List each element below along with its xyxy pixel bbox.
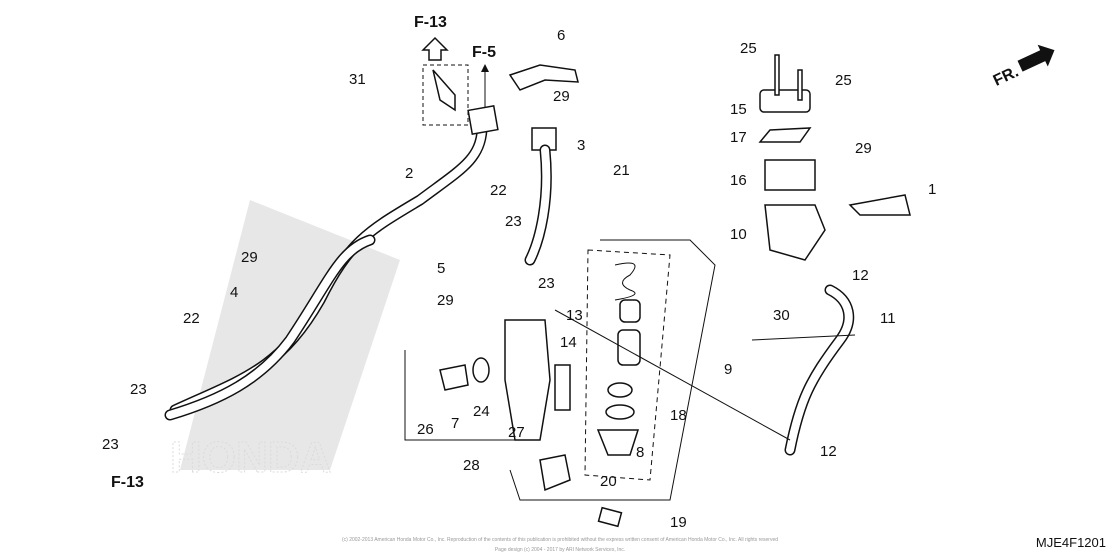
callout-number-20: 20 [600, 473, 617, 490]
ref-f13-top: F-13 [414, 14, 447, 31]
callout-number-4: 4 [230, 284, 238, 301]
callout-number-1: 1 [928, 181, 936, 198]
callout-number-21: 21 [613, 162, 630, 179]
callout-number-19: 19 [670, 514, 687, 531]
svg-text:HONDA: HONDA [170, 433, 331, 482]
master-cylinder [504, 319, 551, 441]
front-direction-arrow: FR. [991, 44, 1055, 90]
callout-number-23: 23 [538, 275, 555, 292]
callout-number-11: 11 [880, 310, 896, 327]
diagram-code: MJE4F1201 [1035, 535, 1106, 550]
callout-number-26: 26 [417, 421, 434, 438]
callout-number-9: 9 [724, 361, 732, 378]
callout-number-15: 15 [730, 101, 747, 118]
callout-number-12: 12 [820, 443, 837, 460]
f13-top-ref [421, 36, 469, 126]
callout-number-22: 22 [183, 310, 200, 327]
copyright-line-2: Page design (c) 2004 - 2017 by ARI Netwo… [494, 547, 626, 553]
callout-number-17: 17 [730, 129, 747, 146]
callout-number-29: 29 [437, 292, 454, 309]
callout-number-29: 29 [855, 140, 872, 157]
callout-number-8: 8 [636, 444, 644, 461]
callout-number-23: 23 [505, 213, 522, 230]
ref-f13-bottom: F-13 [111, 474, 144, 491]
callout-number-25: 25 [835, 72, 852, 89]
callout-number-5: 5 [437, 260, 445, 277]
callout-number-6: 6 [557, 27, 565, 44]
callout-number-23: 23 [130, 381, 147, 398]
ref-f5: F-5 [472, 44, 496, 61]
callouts: 1 2 3 4 5 6 7 8 9 10 11 12 12 13 14 15 1… [102, 27, 936, 531]
callout-number-13: 13 [566, 307, 583, 324]
callout-number-10: 10 [730, 226, 747, 243]
callout-number-29: 29 [553, 88, 570, 105]
copyright-line-1: (c) 2002-2013 American Honda Motor Co., … [341, 537, 779, 543]
callout-number-24: 24 [473, 403, 490, 420]
callout-number-7: 7 [451, 415, 459, 432]
callout-number-12: 12 [852, 267, 869, 284]
callout-number-30: 30 [773, 307, 790, 324]
callout-number-14: 14 [560, 334, 577, 351]
callout-number-16: 16 [730, 172, 747, 189]
callout-number-2: 2 [405, 165, 413, 182]
callout-number-28: 28 [463, 457, 480, 474]
callout-number-3: 3 [577, 137, 585, 154]
callout-number-29: 29 [241, 249, 258, 266]
callout-number-23: 23 [102, 436, 119, 453]
spring-13 [614, 262, 636, 301]
callout-number-31: 31 [349, 71, 366, 88]
callout-number-22: 22 [490, 182, 507, 199]
callout-number-25: 25 [740, 40, 757, 57]
callout-number-27: 27 [508, 424, 525, 441]
svg-text:FR.: FR. [991, 63, 1022, 89]
callout-number-18: 18 [670, 407, 687, 424]
